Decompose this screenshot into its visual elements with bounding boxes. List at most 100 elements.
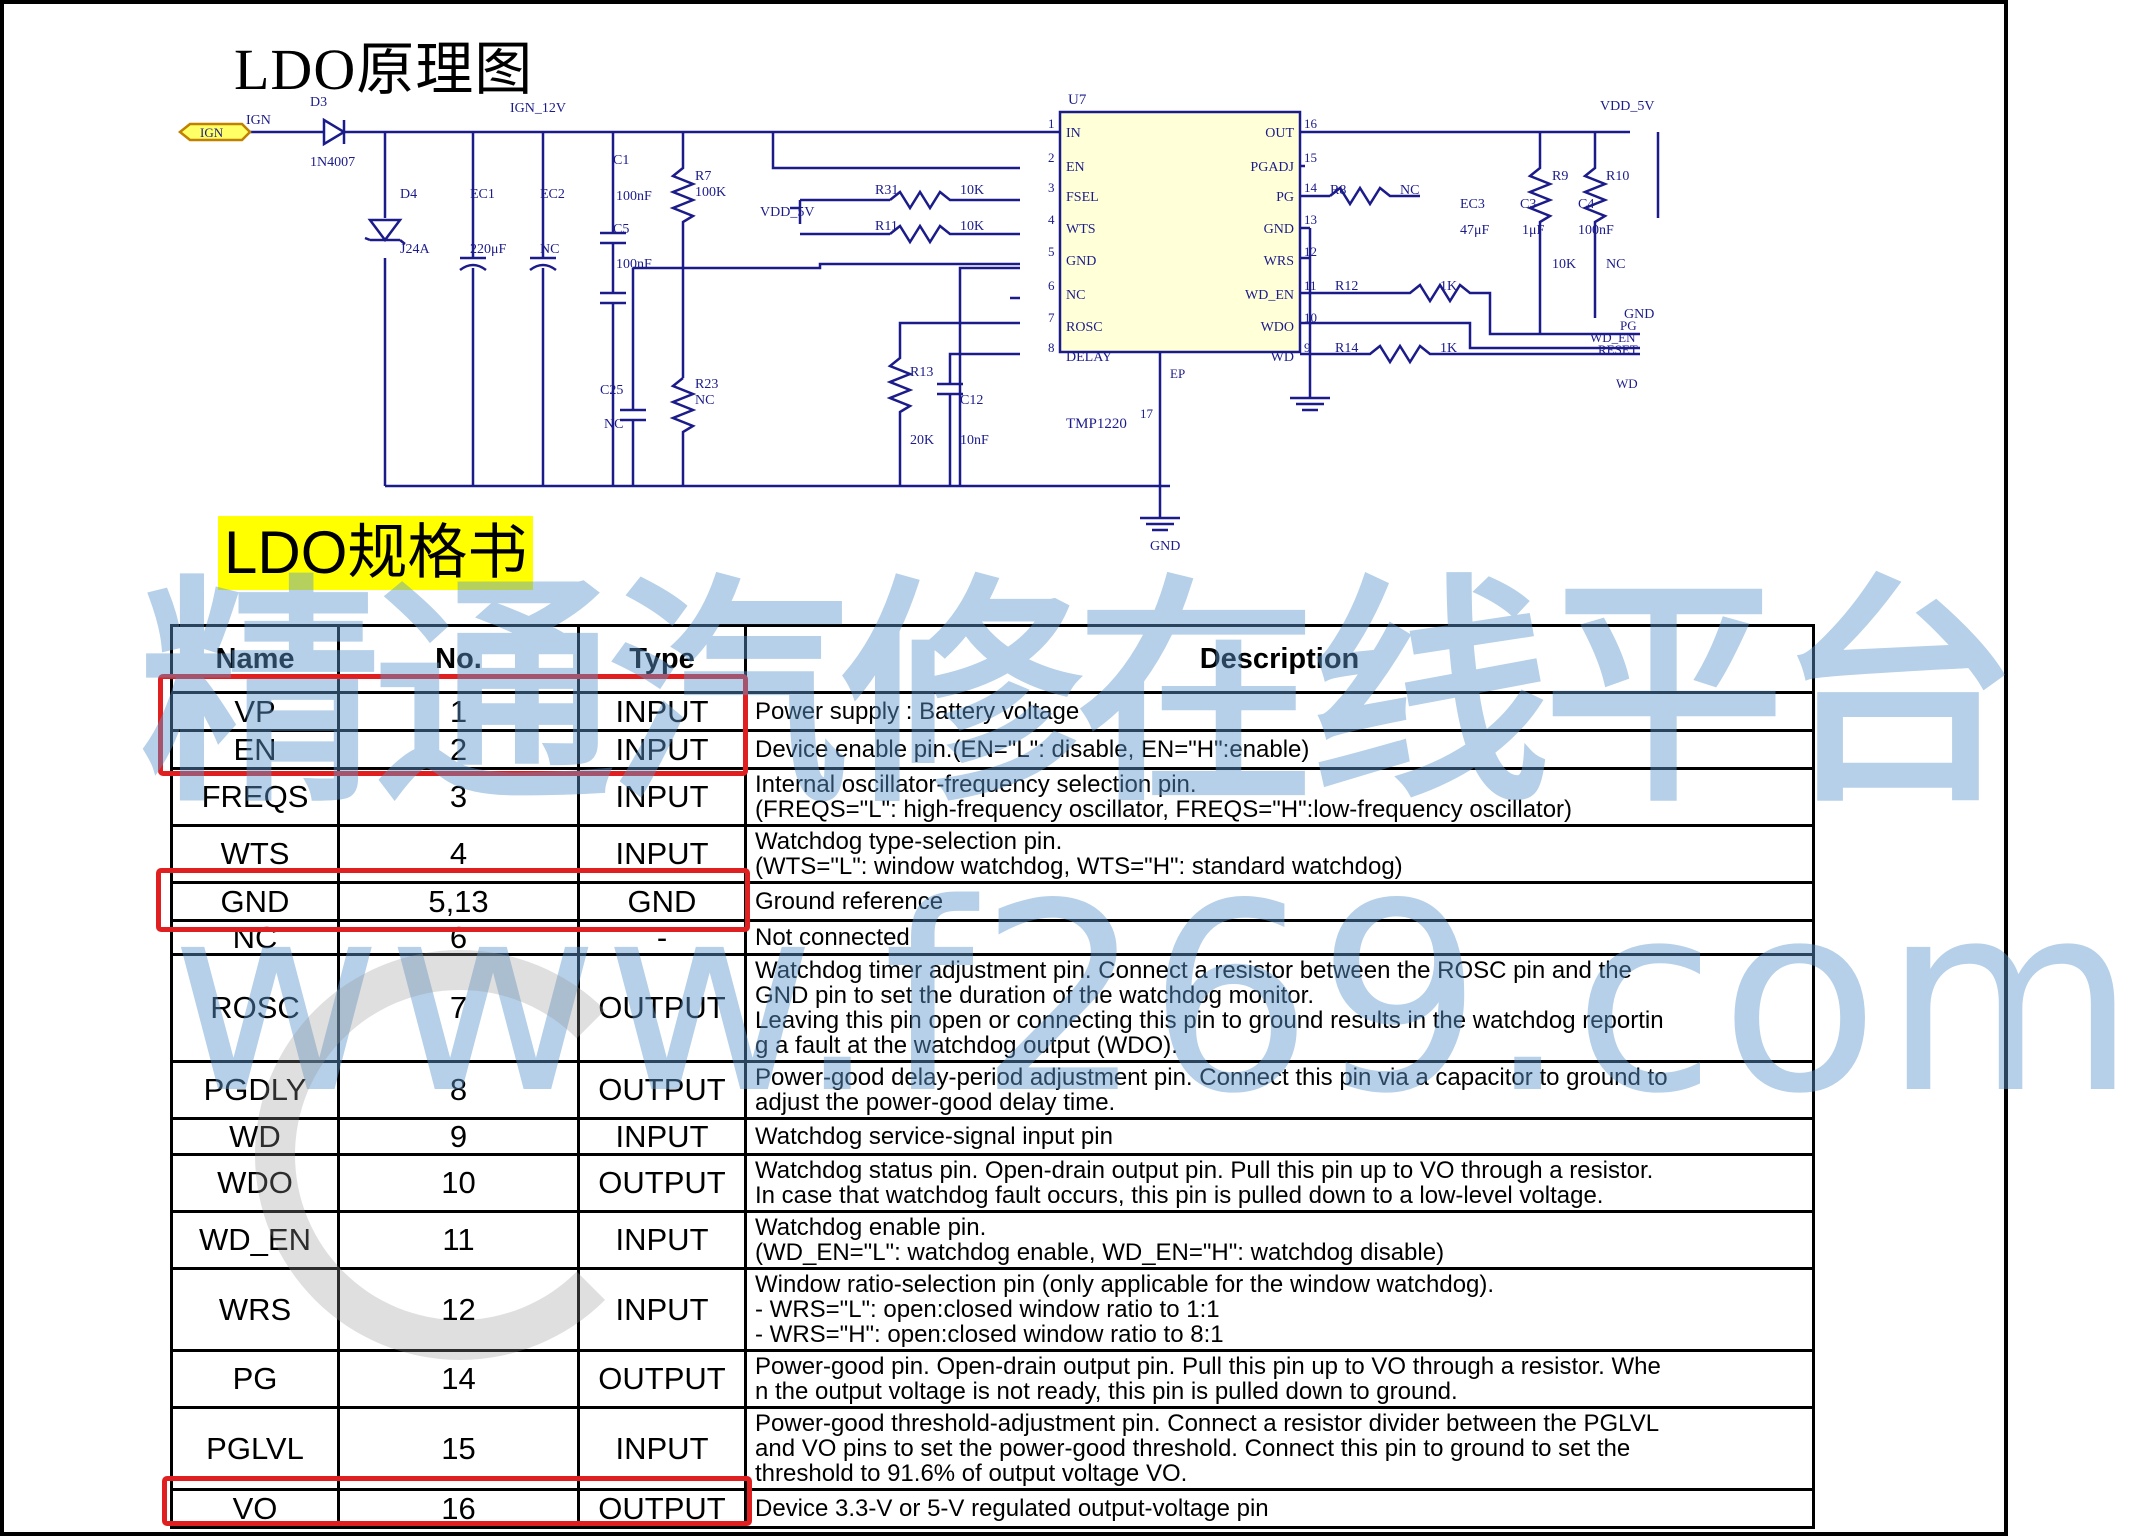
highlight-box-vo: [162, 1476, 752, 1526]
pin-description-cell: Watchdog timer adjustment pin. Connect a…: [744, 953, 1815, 1063]
pin-type-cell: INPUT: [577, 824, 747, 884]
pin-description-cell: Watchdog status pin. Open-drain output p…: [744, 1153, 1815, 1213]
pin-name-cell: WTS: [170, 824, 340, 884]
pin-description-cell: Power supply : Battery voltage: [744, 691, 1815, 732]
c25-ref: C25: [600, 383, 623, 398]
pin-name-cell: GND: [170, 881, 340, 922]
chip-right-pin-name: WDO: [1261, 320, 1294, 335]
pin-number-cell: 5,13: [337, 881, 580, 922]
chip-left-pin-num: 7: [1048, 310, 1055, 325]
net-reset: RESET: [1598, 342, 1638, 357]
gnd-right-label: GND: [1624, 307, 1654, 322]
ldo-schematic: U7 TMP1220 EP 17 1IN2EN3FSEL4WTS5GND6NC7…: [177, 92, 1660, 554]
c12-value: 10nF: [960, 433, 989, 448]
pin-type-cell: -: [577, 919, 747, 956]
c1-ref: C1: [613, 153, 629, 168]
chip-left-pin-num: 2: [1048, 150, 1055, 165]
chip-left-pin-name: FSEL: [1066, 190, 1099, 205]
pin-description-cell: Internal oscillator-frequency selection …: [744, 767, 1815, 827]
pin-description-cell: Device enable pin.(EN="L": disable, EN="…: [744, 729, 1815, 770]
chip-right-pin-name: WD: [1271, 350, 1294, 365]
chip-left-pin-num: 6: [1048, 278, 1055, 293]
pin-description-cell: Watchdog service-signal input pin: [744, 1117, 1815, 1156]
chip-right-pin-num: 13: [1304, 212, 1317, 227]
highlight-box-gnd: [156, 868, 750, 932]
chip-right-pin-num: 9: [1304, 340, 1311, 355]
header-name: Name: [170, 624, 340, 694]
highlight-box-vp-en: [158, 674, 748, 776]
r13-value: 20K: [910, 433, 934, 448]
r23-value: NC: [695, 393, 714, 408]
chip-body: [1058, 110, 1302, 354]
chip-left-pin-name: DELAY: [1066, 350, 1112, 365]
pin-number-cell: 1: [337, 691, 580, 732]
pin-name-cell: NC: [170, 919, 340, 956]
pin-name-cell: EN: [170, 729, 340, 770]
pin-type-cell: INPUT: [577, 691, 747, 732]
r12-ref: R12: [1335, 279, 1358, 294]
chip-right-pin-num: 16: [1304, 116, 1318, 131]
header-no: No.: [337, 624, 580, 694]
pin-number-cell: 3: [337, 767, 580, 827]
chip-part: TMP1220: [1066, 416, 1127, 432]
ign-net-label: IGN: [246, 113, 271, 128]
d4-ref: D4: [400, 187, 417, 202]
r12-value: 1K: [1440, 279, 1457, 294]
chip-left-pin-name: NC: [1066, 288, 1085, 303]
d3-ref: D3: [310, 95, 327, 110]
pin-name-cell: FREQS: [170, 767, 340, 827]
ec1-value: 220μF: [470, 242, 507, 257]
ec3-ref: EC3: [1460, 197, 1485, 212]
ec1-ref: EC1: [470, 187, 495, 202]
chip-ep: EP: [1170, 366, 1185, 381]
chip-right-pin-name: OUT: [1265, 126, 1294, 141]
c25-value: NC: [604, 417, 623, 432]
pin-description-cell: Device 3.3-V or 5-V regulated output-vol…: [744, 1488, 1815, 1529]
r9-value: 10K: [1552, 257, 1576, 272]
pin-name-cell: VP: [170, 691, 340, 732]
chip-ep-num: 17: [1140, 406, 1154, 421]
c3-ref: C3: [1520, 197, 1536, 212]
r14-ref: R14: [1335, 341, 1358, 356]
r7-ref: R7: [695, 169, 711, 184]
ec2-ref: EC2: [540, 187, 565, 202]
pin-description-cell: Watchdog enable pin. (WD_EN="L": watchdo…: [744, 1210, 1815, 1270]
pin-description-cell: Watchdog type-selection pin. (WTS="L": w…: [744, 824, 1815, 884]
chip-right-pin-num: 11: [1304, 278, 1317, 293]
chip-right-pin-name: WD_EN: [1245, 288, 1294, 303]
ign-flag-label: IGN: [200, 125, 224, 140]
chip-left-pin-num: 4: [1048, 212, 1055, 227]
chip-left-pin-name: IN: [1066, 126, 1081, 141]
pin-type-cell: OUTPUT: [577, 1349, 747, 1409]
r10-value: NC: [1606, 257, 1625, 272]
header-description: Description: [744, 624, 1815, 694]
c3-value: 1μF: [1522, 223, 1545, 238]
r23-ref: R23: [695, 377, 718, 392]
pin-number-cell: 2: [337, 729, 580, 770]
pin-name-cell: WRS: [170, 1267, 340, 1352]
pin-description-cell: Power-good threshold-adjustment pin. Con…: [744, 1406, 1815, 1491]
pin-description-cell: Power-good pin. Open-drain output pin. P…: [744, 1349, 1815, 1409]
pin-description-cell: Window ratio-selection pin (only applica…: [744, 1267, 1815, 1352]
c4-ref: C4: [1578, 197, 1594, 212]
chip-left-pin-name: EN: [1066, 160, 1085, 175]
chip-right-pin-num: 10: [1304, 310, 1317, 325]
d4-value: J24A: [400, 242, 430, 257]
c5-ref: C5: [613, 222, 629, 237]
r8-ref: R8: [1330, 183, 1346, 198]
r10-ref: R10: [1606, 169, 1629, 184]
r7-value: 100K: [695, 185, 726, 200]
schematic-title: LDO原理图: [234, 37, 534, 102]
chip-right-pin-num: 15: [1304, 150, 1317, 165]
chip-left-pin-num: 8: [1048, 340, 1055, 355]
r11-ref: R11: [875, 219, 898, 234]
chip-left-pin-name: ROSC: [1066, 320, 1103, 335]
pin-name-cell: PG: [170, 1349, 340, 1409]
vdd5-net-label: VDD_5V: [1600, 99, 1654, 114]
